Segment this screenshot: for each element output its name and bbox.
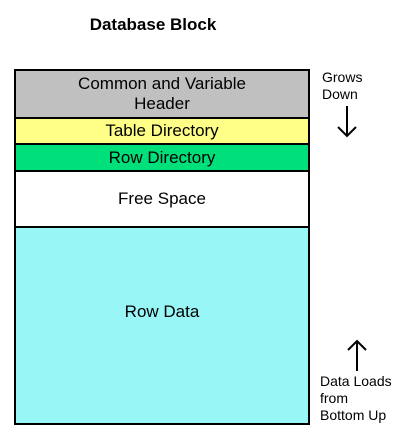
free-space-segment: Free Space	[16, 172, 308, 228]
grows-down-note: Grows Down	[322, 69, 362, 103]
free-space-label: Free Space	[118, 189, 206, 208]
data-loads-line-2: from	[320, 390, 348, 406]
arrow-up-icon	[347, 339, 367, 371]
header-segment: Common and Variable Header	[16, 71, 308, 119]
row-data-label: Row Data	[124, 301, 200, 321]
grows-down-line-1: Grows	[322, 69, 363, 85]
diagram-title: Database Block	[89, 15, 217, 34]
data-loads-line-3: Bottom Up	[320, 407, 387, 423]
row-directory-label: Row Directory	[108, 147, 216, 167]
header-label-line-2: Header	[134, 94, 190, 113]
row-data-segment: Row Data	[16, 228, 308, 423]
database-block: Common and Variable Header Table Directo…	[14, 69, 310, 425]
table-directory-segment: Table Directory	[16, 119, 308, 145]
data-loads-line-1: Data Loads	[320, 373, 392, 389]
arrow-down-icon	[337, 106, 357, 138]
grows-down-line-2: Down	[322, 86, 358, 102]
data-loads-note: Data Loads from Bottom Up	[320, 373, 392, 424]
table-directory-label: Table Directory	[105, 121, 219, 140]
header-label-line-1: Common and Variable	[78, 74, 246, 93]
row-directory-segment: Row Directory	[16, 145, 308, 172]
